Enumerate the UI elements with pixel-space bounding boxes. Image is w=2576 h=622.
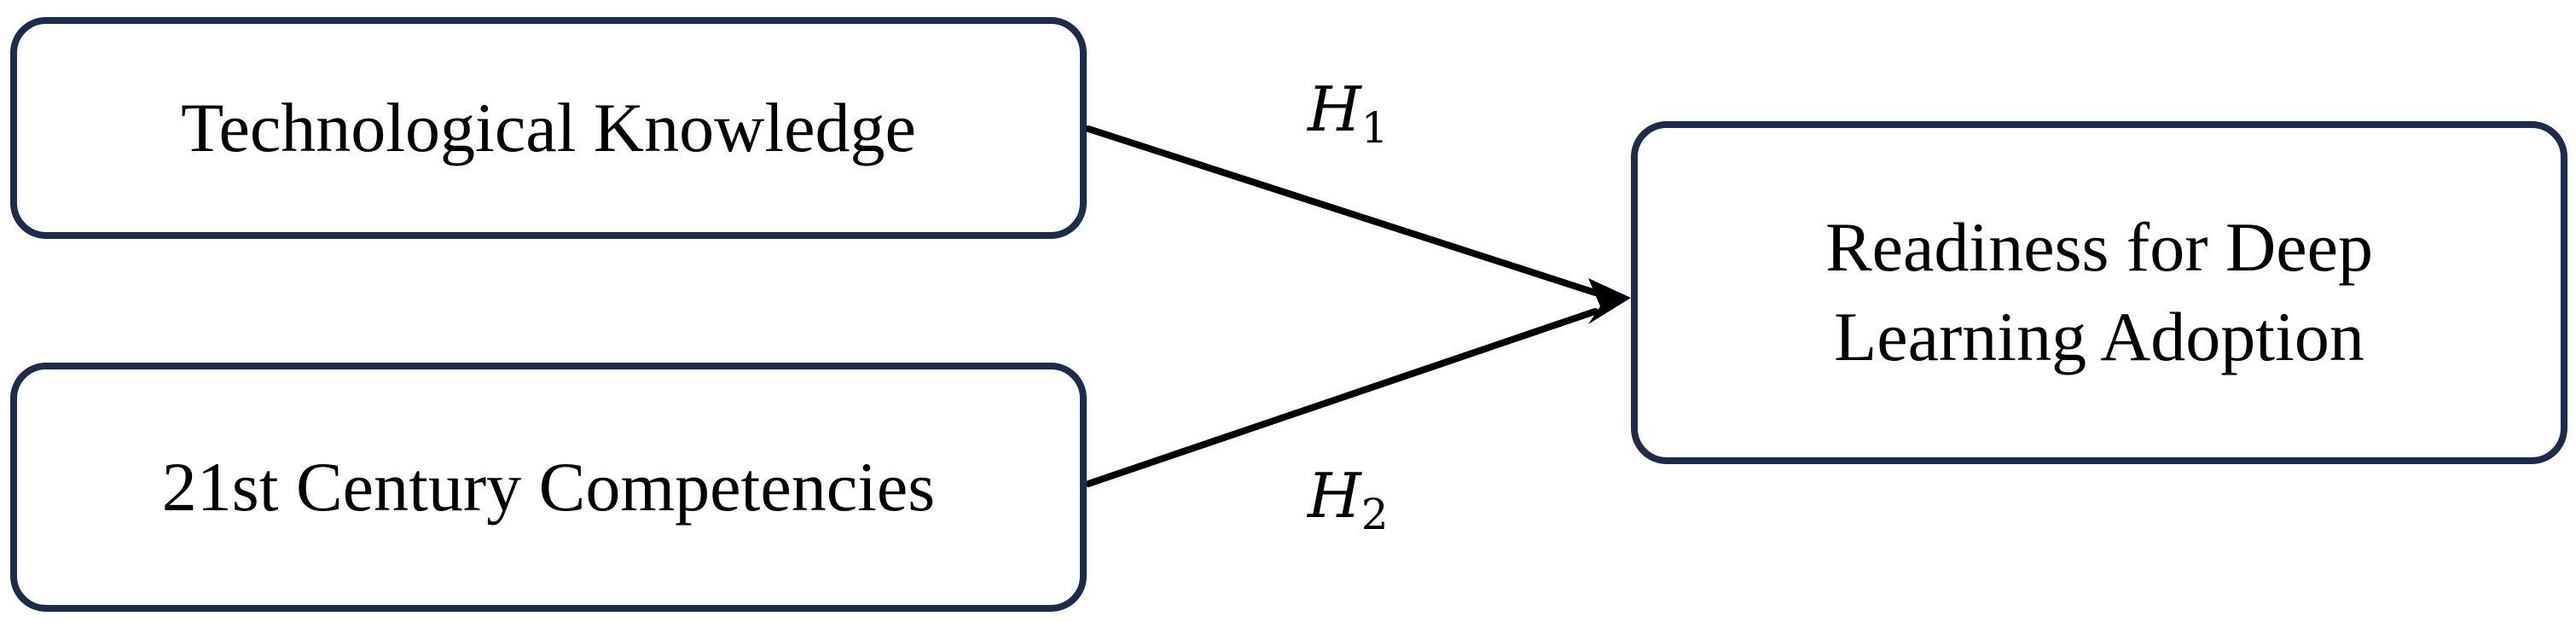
hypothesis-h1-subscript: 1 xyxy=(1361,103,1389,153)
hypothesis-h2-subscript: 2 xyxy=(1361,490,1389,539)
competencies-box: 21st Century Competencies xyxy=(10,363,1087,612)
readiness-label-line2: Learning Adoption xyxy=(1834,298,2364,375)
arrow-h1 xyxy=(1085,125,1598,296)
readiness-label-line1: Readiness for Deep xyxy=(1825,208,2374,287)
hypothesis-h2-symbol: H xyxy=(1308,460,1361,532)
readiness-label: Readiness for Deep Learning Adoption xyxy=(1825,203,2373,382)
readiness-box: Readiness for Deep Learning Adoption xyxy=(1631,121,2567,464)
technological-knowledge-box: Technological Knowledge xyxy=(10,17,1087,239)
competencies-label: 21st Century Competencies xyxy=(161,447,936,526)
hypothesis-h1-symbol: H xyxy=(1308,73,1361,145)
arrow-h2 xyxy=(1085,308,1598,487)
hypothesis-h1-label: H1 xyxy=(1308,78,1389,149)
technological-knowledge-label: Technological Knowledge xyxy=(181,88,916,166)
hypothesis-h2-label: H2 xyxy=(1308,465,1389,536)
arrowhead-shape xyxy=(1588,278,1631,324)
